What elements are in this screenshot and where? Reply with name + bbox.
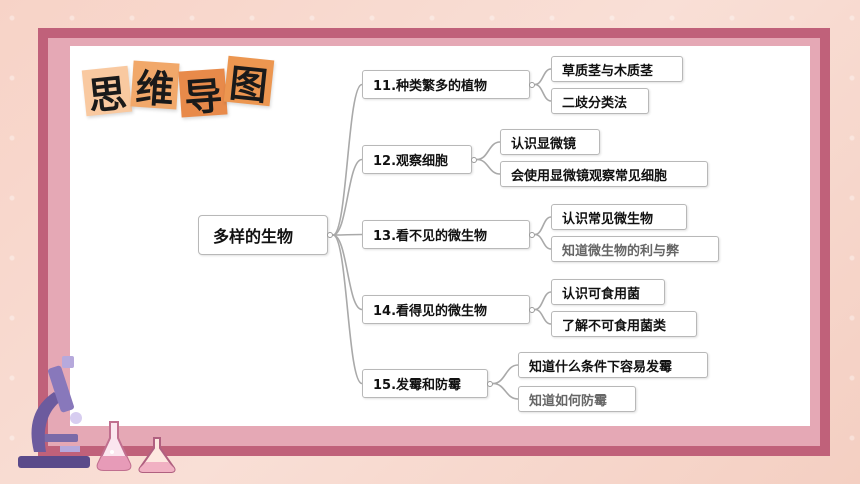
leaf-node[interactable]: 草质茎与木质茎 (551, 56, 683, 82)
connector-line (332, 234, 363, 311)
leaf-node[interactable]: 知道什么条件下容易发霉 (518, 352, 708, 378)
branch-node[interactable]: 14.看得见的微生物 (362, 295, 530, 324)
leaf-node[interactable]: 认识可食用菌 (551, 279, 665, 305)
node-connector-dot (487, 380, 493, 387)
leaf-node[interactable]: 了解不可食用菌类 (551, 311, 697, 337)
leaf-node[interactable]: 知道微生物的利与弊 (551, 236, 719, 262)
node-connector-dot (327, 232, 333, 238)
node-connector-dot (529, 306, 535, 313)
connector-line (332, 234, 363, 385)
branch-node[interactable]: 15.发霉和防霉 (362, 369, 488, 398)
flask-icon (96, 421, 132, 471)
node-connector-dot (529, 231, 535, 238)
connector-line (534, 83, 552, 102)
connector-line (534, 308, 552, 325)
connector-line (534, 68, 552, 86)
connector-line (332, 233, 363, 236)
connector-line (332, 158, 363, 236)
connector-line (476, 158, 501, 175)
branch-node[interactable]: 11.种类繁多的植物 (362, 70, 530, 99)
node-connector-dot (529, 81, 535, 88)
branch-node[interactable]: 12.观察细胞 (362, 145, 472, 174)
leaf-node[interactable]: 认识显微镜 (500, 129, 600, 155)
leaf-node[interactable]: 会使用显微镜观察常见细胞 (500, 161, 708, 187)
connector-line (534, 216, 552, 236)
leaf-node[interactable]: 知道如何防霉 (518, 386, 636, 412)
connector-line (332, 83, 363, 236)
connector-line (492, 382, 519, 400)
leaf-node[interactable]: 二歧分类法 (551, 88, 649, 114)
lab-decoration (18, 356, 176, 473)
connector-line (534, 233, 552, 250)
leaf-node[interactable]: 认识常见微生物 (551, 204, 687, 230)
connector-line (476, 141, 501, 161)
connector-line (534, 291, 552, 311)
root-node[interactable]: 多样的生物 (198, 215, 328, 255)
connector-line (492, 364, 519, 385)
flask-icon (138, 437, 176, 473)
branch-node[interactable]: 13.看不见的微生物 (362, 220, 530, 249)
node-connector-dot (471, 156, 477, 163)
microscope-icon (18, 356, 90, 468)
